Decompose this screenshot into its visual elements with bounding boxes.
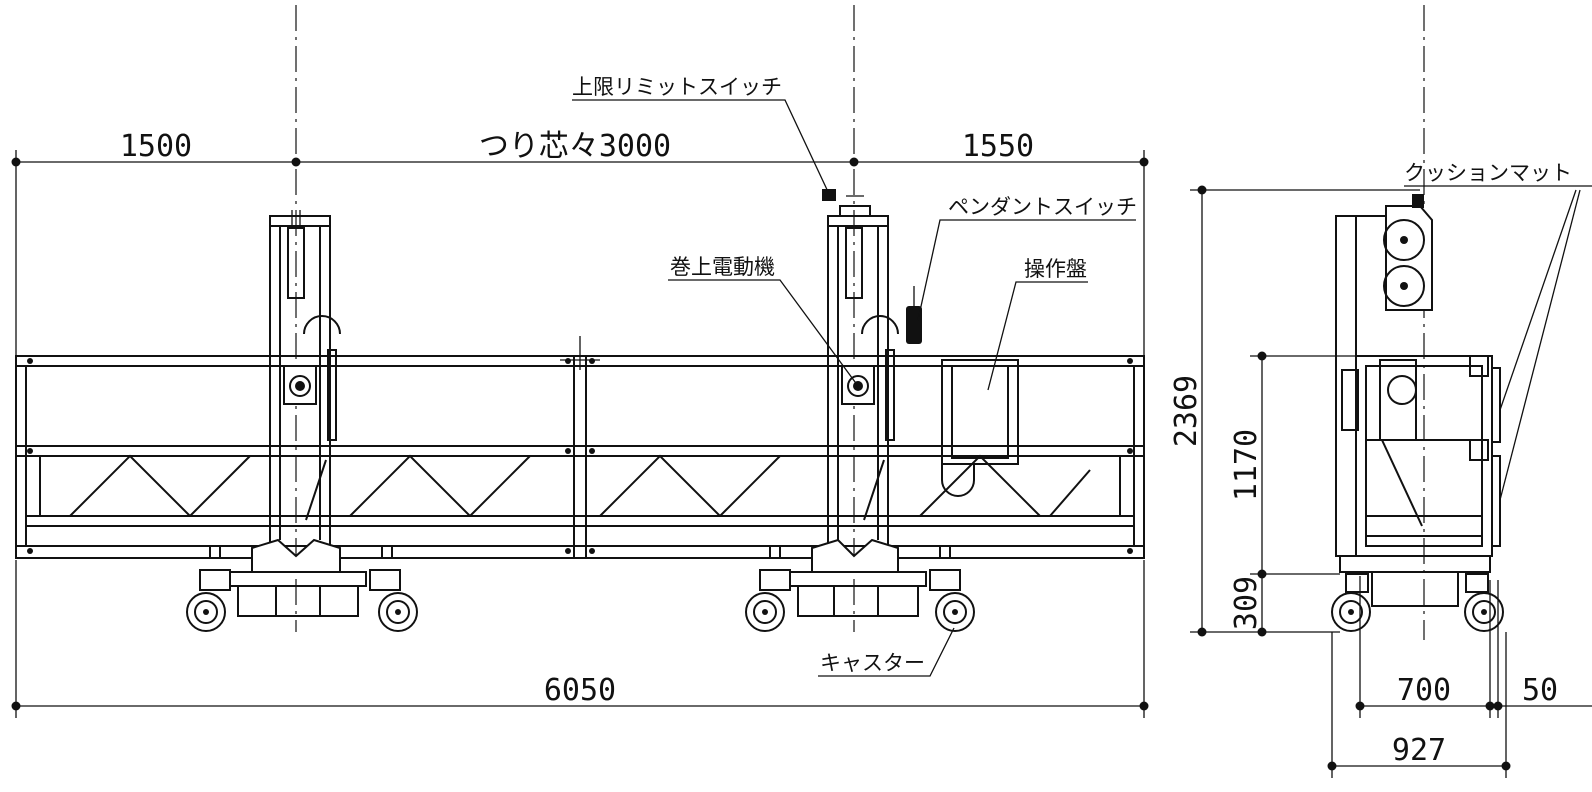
label-pendant-switch: ペンダントスイッチ [948, 195, 1137, 219]
label-upper-limit-switch: 上限リミットスイッチ [572, 75, 782, 99]
side-frame [1331, 194, 1504, 632]
right-hoist-stirrup [745, 189, 975, 632]
side-view: 2369 1170 309 [1169, 5, 1592, 778]
dim-height-base: 309 [1229, 576, 1264, 630]
dim-depth-inner: 700 [1397, 673, 1451, 708]
left-hoist-stirrup [186, 210, 418, 632]
dim-cushion: 50 [1522, 673, 1558, 708]
label-caster: キャスター [820, 651, 925, 675]
label-control-panel: 操作盤 [1024, 257, 1087, 281]
dim-center-span: つり芯々3000 [479, 129, 671, 164]
leader-lines [572, 99, 1136, 677]
dim-overall-length: 6050 [544, 673, 616, 708]
cushion-mat-leader [1404, 185, 1592, 501]
top-dimension-line [11, 150, 1149, 360]
dim-left-overhang: 1500 [120, 129, 192, 164]
dim-depth-total: 927 [1392, 733, 1446, 768]
label-cushion-mat: クッションマット [1404, 161, 1572, 185]
side-bottom-dimensions [1327, 576, 1592, 778]
dim-height-rail: 1170 [1229, 429, 1264, 501]
bottom-dimension-line [11, 560, 1149, 718]
dim-right-overhang: 1550 [962, 129, 1034, 164]
control-panel-box [941, 359, 1019, 497]
front-view: 1500 つり芯々3000 1550 [11, 5, 1149, 718]
dim-height-total: 2369 [1169, 375, 1204, 447]
vertical-dimensions [1190, 185, 1420, 637]
pendant-switch-device [906, 286, 922, 344]
label-hoist-motor: 巻上電動機 [670, 255, 775, 279]
platform-frame [15, 336, 1145, 559]
